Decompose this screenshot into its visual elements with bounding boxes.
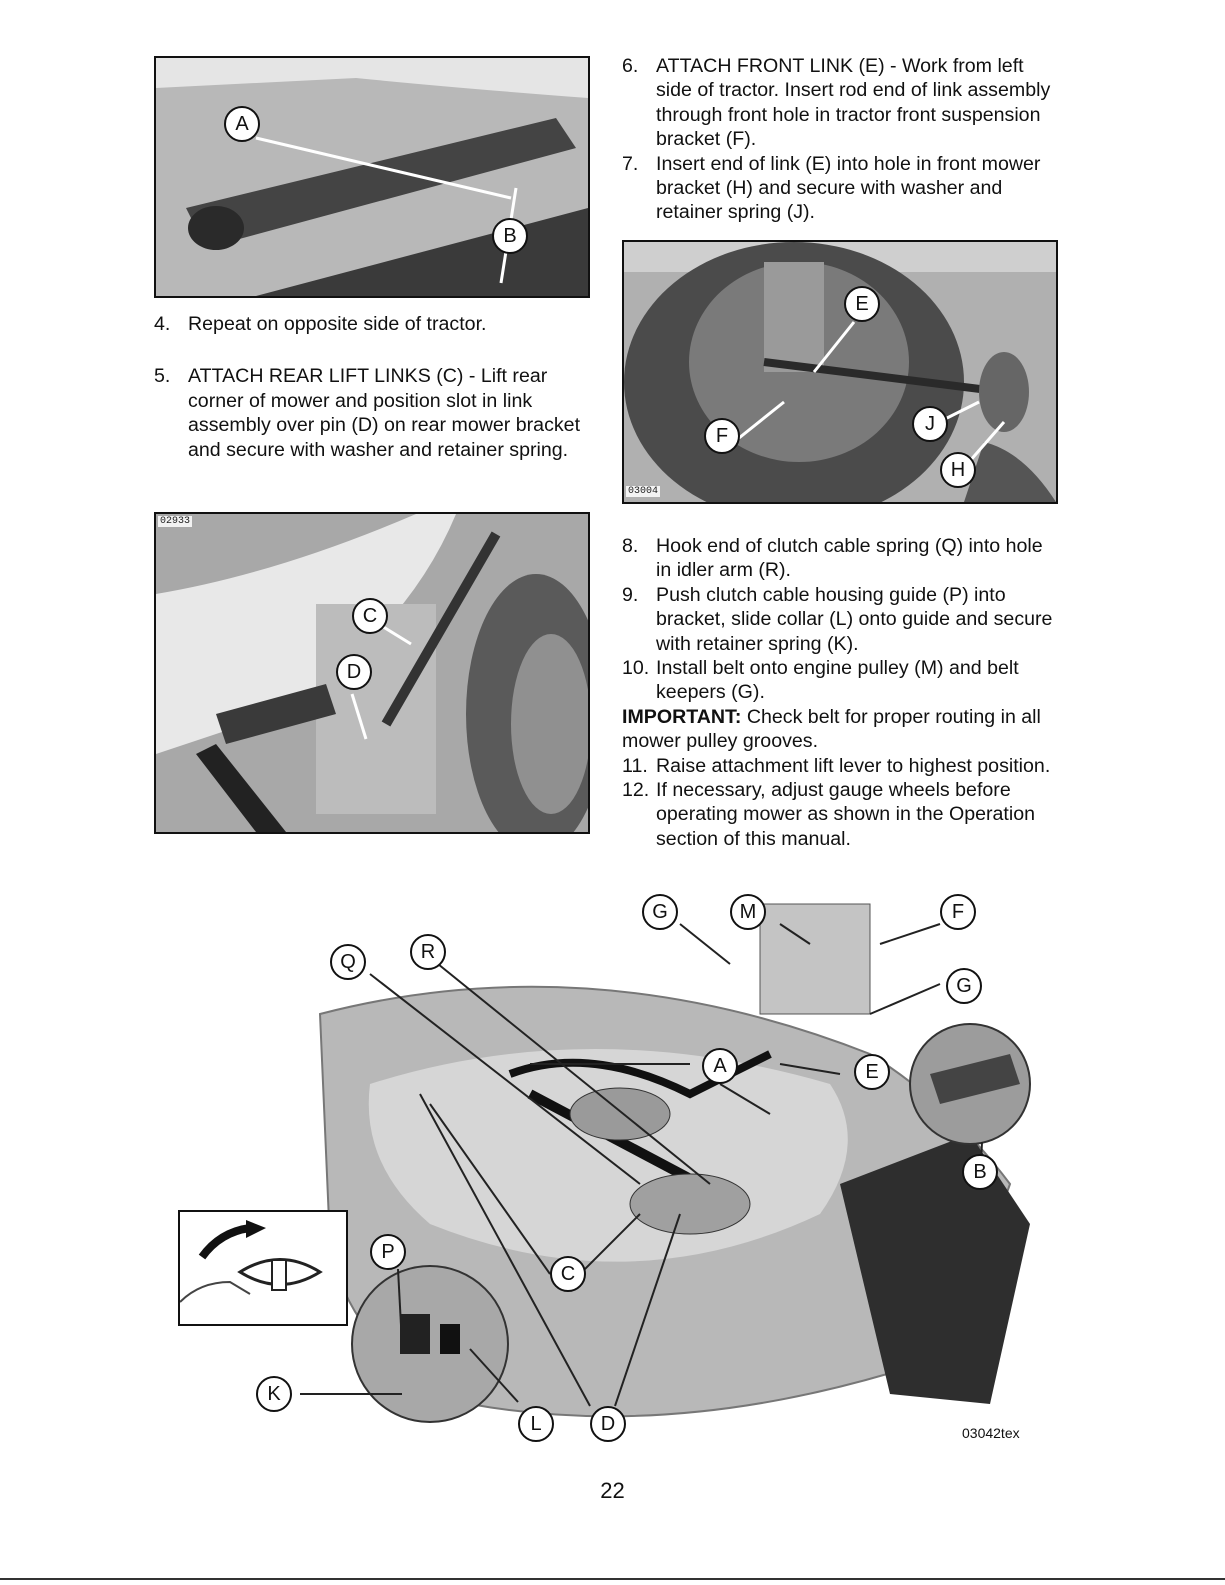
figure-retainer-spring-inset — [178, 1210, 348, 1326]
important-text: Check belt for proper routing in all mow… — [622, 705, 1041, 753]
callout-a-deck: A — [702, 1048, 738, 1084]
retainer-spring-illustration — [180, 1212, 346, 1324]
figure-link-front-pin: A B — [154, 56, 590, 298]
step-11: 11. Raise attachment lift lever to highe… — [622, 754, 1062, 778]
step-4-text: Repeat on opposite side of tractor. — [188, 313, 487, 335]
callout-j: J — [912, 406, 948, 442]
step-12-text: If necessary, adjust gauge wheels before… — [656, 779, 1036, 850]
callout-g-right: G — [946, 968, 982, 1004]
callout-k: K — [256, 1376, 292, 1412]
callout-c: C — [352, 598, 388, 634]
step-11-number: 11. — [622, 754, 648, 777]
callout-q: Q — [330, 944, 366, 980]
step-10-text: Install belt onto engine pulley (M) and … — [656, 657, 1019, 704]
important-label: IMPORTANT: — [622, 705, 742, 728]
callout-f-deck: F — [940, 894, 976, 930]
callout-c-deck: C — [550, 1256, 586, 1292]
figure-front-link-illustration — [624, 242, 1056, 502]
figure-front-link: 03004 E F J H — [622, 240, 1058, 504]
figure-mower-deck-overview: G M F Q R G A E B P C K L D — [170, 884, 1050, 1464]
callout-l: L — [518, 1406, 554, 1442]
figure-id-03042tex: 03042tex — [962, 1425, 1020, 1441]
step-5-text: ATTACH REAR LIFT LINKS (C) - Lift rear c… — [188, 365, 581, 461]
step-12: 12. If necessary, adjust gauge wheels be… — [622, 778, 1062, 851]
callout-b: B — [492, 218, 528, 254]
step-7: 7. Insert end of link (E) into hole in f… — [622, 152, 1062, 225]
bottom-rule — [0, 1578, 1225, 1580]
step-6: 6. ATTACH FRONT LINK (E) - Work from lef… — [622, 54, 1062, 152]
step-12-number: 12. — [622, 779, 650, 802]
figure-id-02933: 02933 — [158, 516, 193, 527]
callout-f: F — [704, 418, 740, 454]
callout-e: E — [844, 286, 880, 322]
step-5: 5. ATTACH REAR LIFT LINKS (C) - Lift rea… — [154, 364, 594, 462]
callout-d-deck: D — [590, 1406, 626, 1442]
callout-m: M — [730, 894, 766, 930]
right-column-steps-bottom: 8. Hook end of clutch cable spring (Q) i… — [622, 534, 1062, 851]
step-7-text: Insert end of link (E) into hole in fron… — [656, 152, 1041, 224]
step-8: 8. Hook end of clutch cable spring (Q) i… — [622, 534, 1062, 583]
step-7-number: 7. — [622, 152, 639, 175]
step-6-text: ATTACH FRONT LINK (E) - Work from left s… — [656, 55, 1051, 151]
important-note: IMPORTANT: Check belt for proper routing… — [622, 705, 1062, 754]
figure-rear-lift-links-illustration — [156, 514, 588, 832]
step-8-number: 8. — [622, 535, 639, 557]
step-9: 9. Push clutch cable housing guide (P) i… — [622, 583, 1062, 656]
figure-link-front-pin-illustration — [156, 58, 588, 296]
right-column-steps-top: 6. ATTACH FRONT LINK (E) - Work from lef… — [622, 54, 1062, 225]
step-6-number: 6. — [622, 55, 639, 77]
callout-a: A — [224, 106, 260, 142]
step-11-text: Raise attachment lift lever to highest p… — [656, 754, 1051, 777]
step-9-text: Push clutch cable housing guide (P) into… — [656, 583, 1053, 655]
left-column-steps: 4. Repeat on opposite side of tractor. 5… — [154, 312, 594, 462]
page-number: 22 — [600, 1478, 625, 1503]
figure-id-03004: 03004 — [626, 486, 661, 497]
step-10: 10. Install belt onto engine pulley (M) … — [622, 656, 1062, 705]
step-4: 4. Repeat on opposite side of tractor. — [154, 312, 594, 336]
step-5-number: 5. — [154, 365, 171, 388]
step-8-text: Hook end of clutch cable spring (Q) into… — [656, 535, 1043, 582]
callout-d: D — [336, 654, 372, 690]
figure-mower-deck-overview-illustration — [300, 903, 1031, 1423]
callout-p: P — [370, 1234, 406, 1270]
callout-h: H — [940, 452, 976, 488]
callout-b-deck: B — [962, 1154, 998, 1190]
callout-g-top: G — [642, 894, 678, 930]
figure-rear-lift-links: 02933 C D — [154, 512, 590, 834]
step-4-number: 4. — [154, 313, 171, 335]
step-10-number: 10. — [622, 657, 650, 680]
step-9-number: 9. — [622, 583, 639, 606]
callout-e-deck: E — [854, 1054, 890, 1090]
callout-r: R — [410, 934, 446, 970]
